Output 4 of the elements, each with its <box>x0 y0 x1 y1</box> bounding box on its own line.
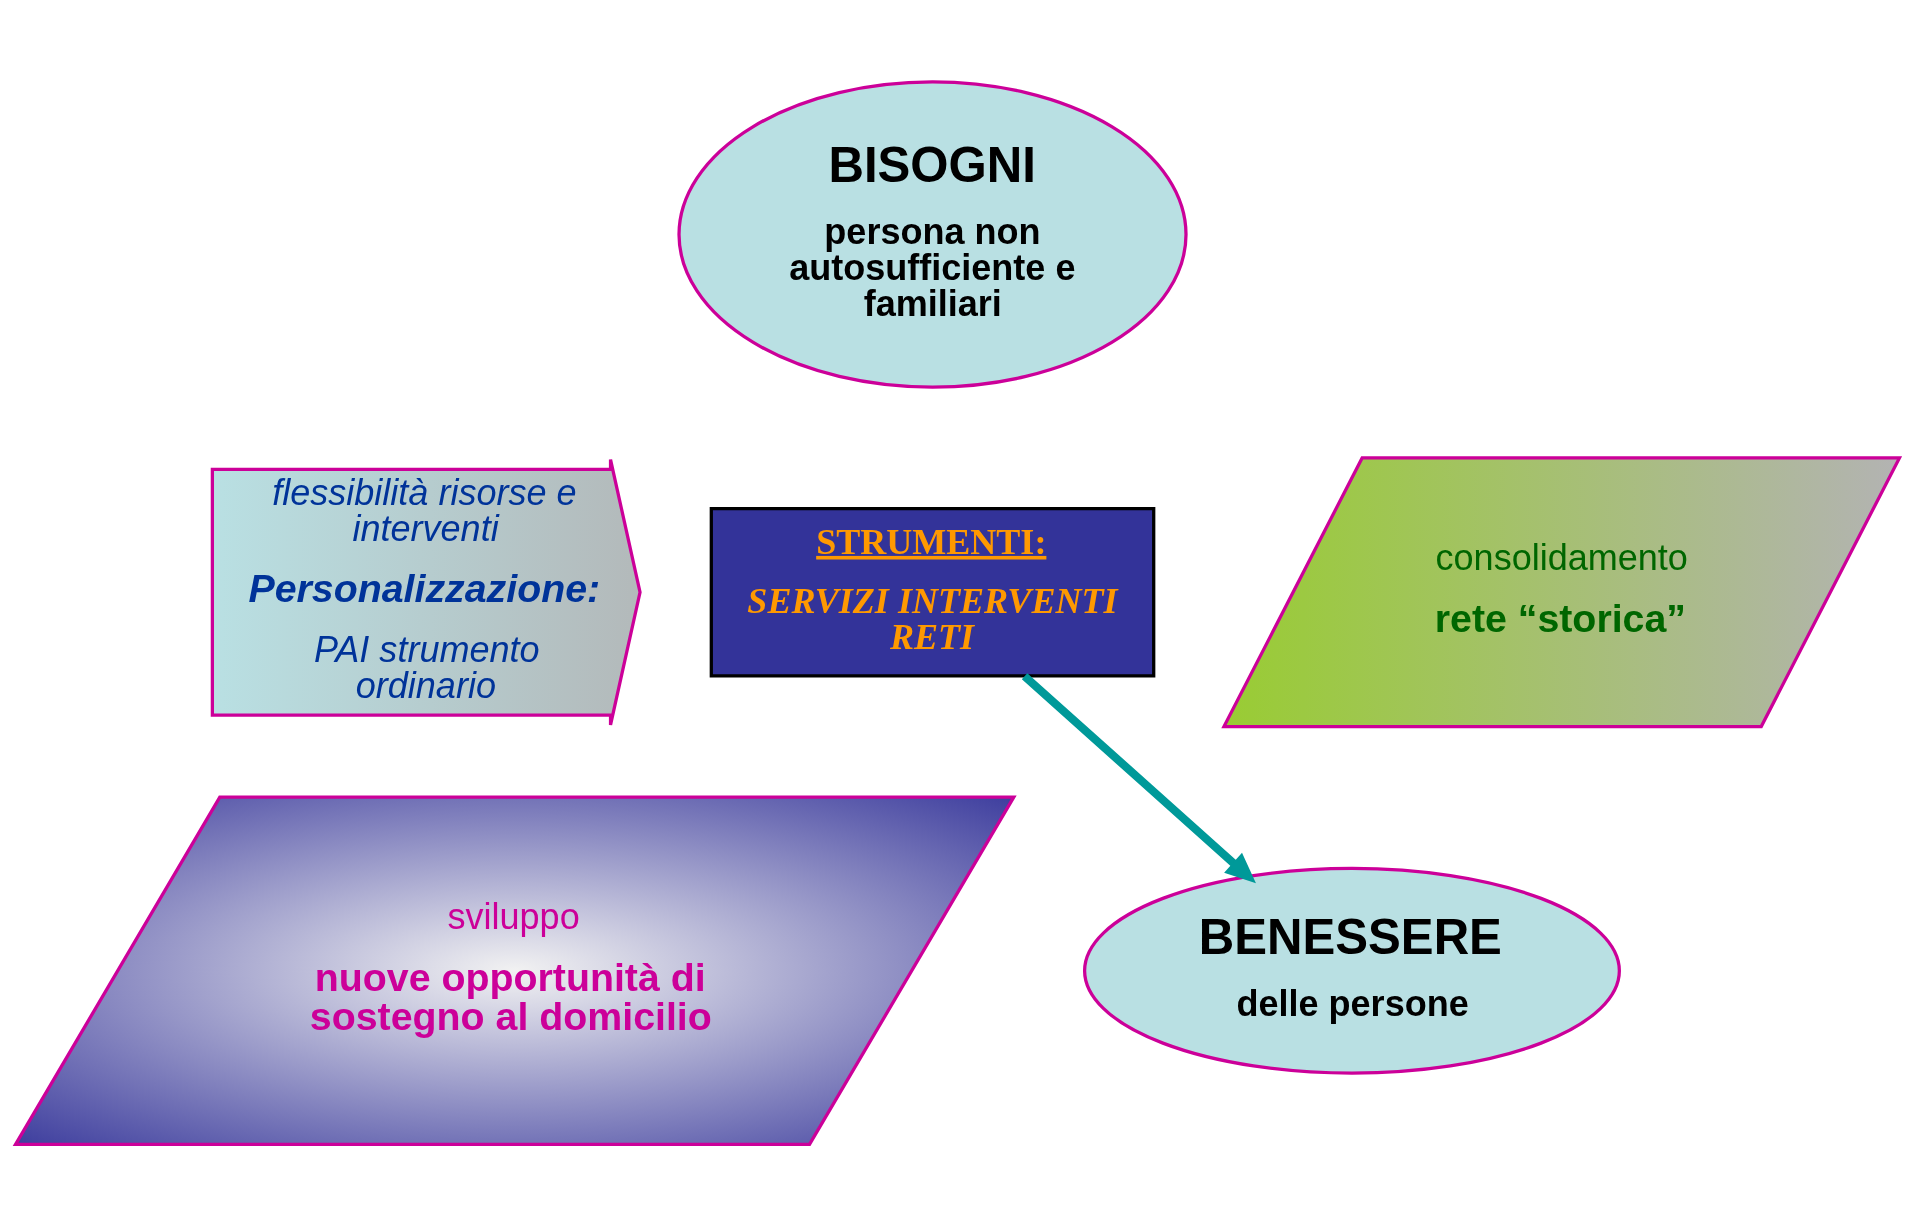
node-box: STRUMENTI: SERVIZI INTERVENTI RETI <box>709 507 1156 678</box>
node-ellipse: BISOGNI persona non autosufficiente e familiari <box>677 80 1188 389</box>
arrow <box>1021 673 1256 884</box>
node-ellipse: BENESSERE delle persone <box>1082 866 1621 1075</box>
